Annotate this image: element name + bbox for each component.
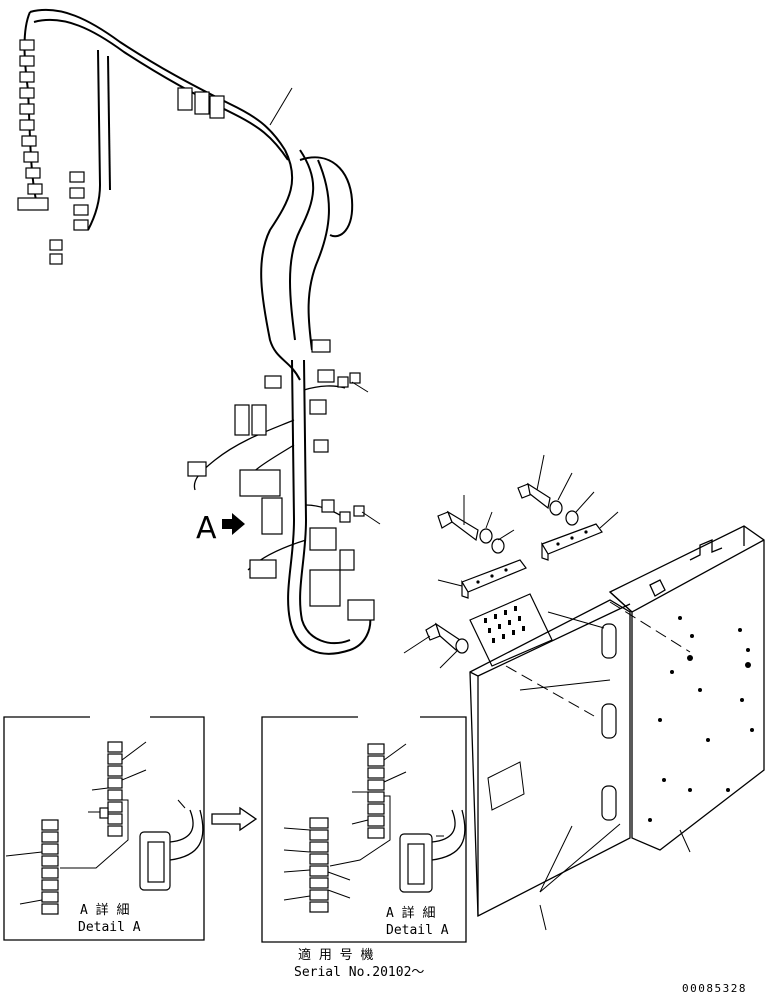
detail-a-right: A 詳 細 Detail A <box>261 716 467 943</box>
drawing-number: 00085328 <box>682 982 747 995</box>
callout-letter: A <box>196 511 217 546</box>
connector-cluster-mid <box>187 339 375 621</box>
connector-column-lower <box>41 819 59 915</box>
connector-column-upper <box>99 741 123 837</box>
clamp-right <box>399 809 466 893</box>
connector-cluster-top <box>177 87 225 119</box>
detail-a-left-title-jp: A 詳 細 <box>80 902 129 918</box>
connector-column-upper-r <box>367 743 385 839</box>
housing-fasteners <box>648 616 754 822</box>
cover-slots <box>601 623 617 821</box>
bolt-2 <box>517 454 551 510</box>
clamp-left <box>139 809 204 891</box>
view-arrow-icon <box>222 513 245 535</box>
detail-a-right-title-jp: A 詳 細 <box>386 905 435 921</box>
serial-label-jp: 適 用 号 機 <box>298 947 373 963</box>
connector-column-lower-r <box>309 817 329 913</box>
bolt-1 <box>437 495 479 542</box>
detail-a-right-title-en: Detail A <box>386 923 449 938</box>
washer-2 <box>491 538 505 554</box>
fastener-set <box>403 454 619 669</box>
detail-a-left-title-en: Detail A <box>78 920 141 935</box>
washer-4 <box>565 510 579 526</box>
relay-plate <box>469 593 553 667</box>
bolt-3 <box>403 622 461 654</box>
washer-3 <box>549 500 563 516</box>
bracket-2 <box>541 511 619 561</box>
transition-arrow-icon <box>211 806 258 832</box>
control-box <box>469 525 765 931</box>
detail-a-left: A 詳 細 Detail A <box>3 716 205 941</box>
connector-stack-left <box>17 39 89 265</box>
bracket-1 <box>437 559 527 599</box>
washer-5 <box>455 638 469 654</box>
serial-label-en: Serial No.20102～ <box>294 965 424 980</box>
view-callout-a: A <box>196 511 245 546</box>
leader-lines-harness <box>269 87 381 525</box>
washer-1 <box>479 528 493 544</box>
